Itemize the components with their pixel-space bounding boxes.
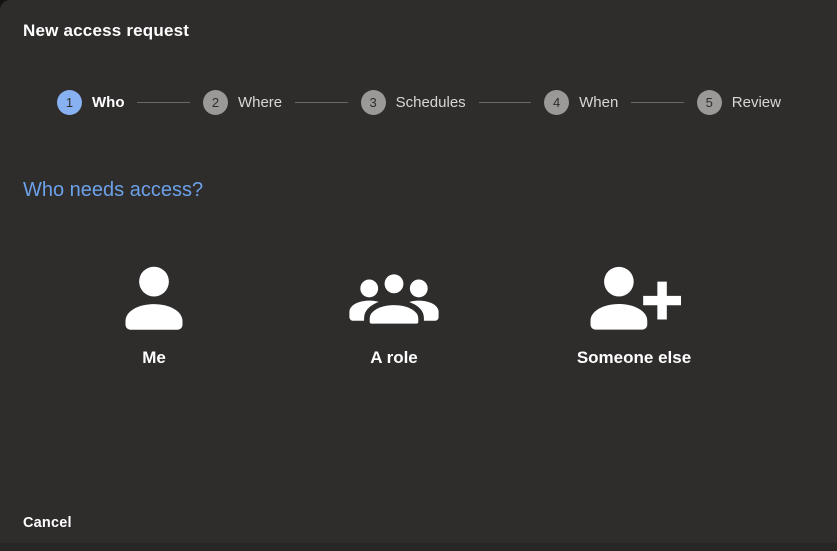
step-number-badge: 1 <box>57 90 82 115</box>
option-label: A role <box>370 348 418 367</box>
step-label: Where <box>237 94 283 111</box>
cancel-button[interactable]: Cancel <box>23 515 72 531</box>
person-add-icon <box>588 259 681 337</box>
page-title: Who needs access? <box>23 179 204 201</box>
option-someone-else[interactable]: Someone else <box>514 259 754 368</box>
step-where[interactable]: 2 Where <box>202 90 283 115</box>
step-label: Review <box>731 94 781 111</box>
step-label: Schedules <box>395 94 466 111</box>
step-connector <box>478 102 532 103</box>
step-number-badge: 5 <box>696 90 722 115</box>
option-me[interactable]: Me <box>34 259 274 368</box>
dialog-title: New access request <box>23 21 190 40</box>
option-label: Someone else <box>576 348 692 367</box>
step-number-badge: 4 <box>544 90 570 115</box>
who-options: Me A role <box>34 259 837 368</box>
step-connector <box>295 102 348 103</box>
step-schedules[interactable]: 3 Schedules <box>360 90 466 115</box>
step-label: Who <box>92 94 125 111</box>
step-who[interactable]: 1 Who <box>57 90 124 115</box>
step-when[interactable]: 4 When <box>544 90 618 115</box>
step-review[interactable]: 5 Review <box>696 90 781 115</box>
group-icon <box>349 259 439 337</box>
step-number-badge: 3 <box>360 90 386 115</box>
person-icon <box>116 259 192 337</box>
stepper: 1 Who 2 Where 3 Schedules 4 When 5 Revie… <box>57 90 781 115</box>
step-label: When <box>579 94 619 111</box>
step-connector <box>631 102 684 103</box>
option-label: Me <box>142 348 166 367</box>
step-number-badge: 2 <box>202 90 228 115</box>
step-connector <box>137 102 190 103</box>
option-a-role[interactable]: A role <box>274 259 514 368</box>
